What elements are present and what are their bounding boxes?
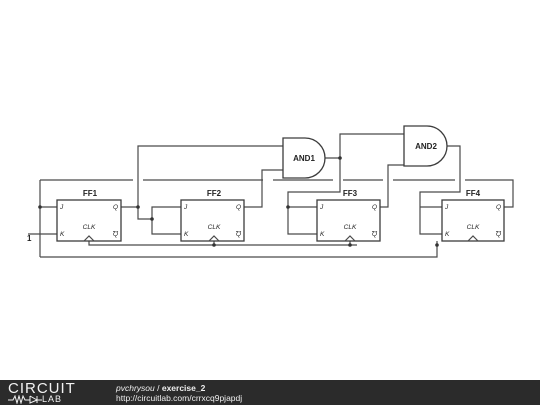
ff1-title: FF1 [83,189,98,198]
wire-ff3-q [380,164,404,208]
ff3-clock-wedge [344,235,356,242]
ff1-pin-k: K [60,231,65,238]
circuitlab-logo[interactable]: CIRCUIT LAB [8,380,108,404]
junction-clk-ff3 [348,243,352,247]
ff3-pin-qbar: Q [372,231,377,238]
flip-flop-ff1[interactable]: FF1 J K Q Q CLK [56,189,122,242]
input-label: 1 [27,234,32,243]
ff1-body [56,199,122,242]
junctions [38,156,439,247]
ff4-pin-j: J [444,204,449,211]
ff4-pin-qbar: Q [496,231,501,238]
resistor-diode-icon [8,395,42,404]
junction-ff3-jk [286,205,290,209]
and1-body [282,137,326,179]
ff1-pin-qbar: Q [113,231,118,238]
wire-and2-out [419,145,461,235]
ff3-pin-j: J [319,204,324,211]
ff3-title: FF3 [343,189,358,198]
junction-and1-out [338,156,342,160]
ff2-pin-clk: CLK [208,224,221,231]
wire-top-loop [40,179,514,208]
ff2-pin-j: J [183,204,188,211]
ff2-pin-q: Q [236,204,241,211]
author-link[interactable]: pvchrysou [116,383,155,393]
wire-ff1-jk-tie [39,180,57,257]
flip-flop-ff3[interactable]: FF3 J K Q Q CLK [316,189,381,242]
ff4-pin-q: Q [496,204,501,211]
wires [28,133,514,258]
logo-text-circuit: CIRCUIT [8,380,76,397]
ff4-pin-clk: CLK [467,224,480,231]
project-byline: pvchrysou / exercise_2 [116,383,242,393]
footer-bar: CIRCUIT LAB pvchrysou / exercise_2 http:… [0,380,540,405]
flip-flop-ff2[interactable]: FF2 J K Q Q CLK [180,189,245,242]
and-gate-and1[interactable]: AND1 [282,137,326,179]
ff2-pin-qbar: Q [236,231,241,238]
wire-ff2-q [244,169,283,208]
ff2-body [180,199,245,242]
ff2-pin-k: K [184,231,189,238]
project-url[interactable]: http://circuitlab.com/crrxcq9pjapdj [116,393,243,403]
ff4-pin-k: K [445,231,450,238]
ff2-clock-wedge [208,235,220,242]
junction-ff2-jk [150,217,154,221]
junction-clk-ff2 [212,243,216,247]
and2-body [403,125,448,167]
flip-flop-ff4[interactable]: FF4 J K Q Q CLK [441,189,505,242]
logo-text-lab: LAB [42,394,63,404]
junction-clk-ff4 [435,243,439,247]
ff4-clock-wedge [467,235,479,242]
ff1-clock-wedge [83,235,95,242]
schematic-canvas: FF1 J K Q Q CLK FF2 J K Q Q CLK FF3 J K … [27,125,514,258]
ff3-pin-clk: CLK [344,224,357,231]
wire-and1-out [287,133,404,235]
ff1-pin-clk: CLK [83,224,96,231]
ff1-pin-j: J [59,204,64,211]
project-name[interactable]: exercise_2 [161,383,206,393]
byline-separator: / [154,383,162,393]
ff1-pin-q: Q [113,204,118,211]
ff3-pin-k: K [320,231,325,238]
ff2-title: FF2 [207,189,222,198]
ff4-title: FF4 [466,189,481,198]
ff3-pin-q: Q [372,204,377,211]
and1-label: AND1 [293,154,315,163]
wire-clock-bus [40,241,438,258]
and2-label: AND2 [415,142,437,151]
project-meta: pvchrysou / exercise_2 http://circuitlab… [116,383,242,403]
junction-ff1-q [136,205,140,209]
ff4-body [441,199,505,242]
and-gate-and2[interactable]: AND2 [403,125,448,167]
junction-ff1-jk [38,205,42,209]
ff3-body [316,199,381,242]
